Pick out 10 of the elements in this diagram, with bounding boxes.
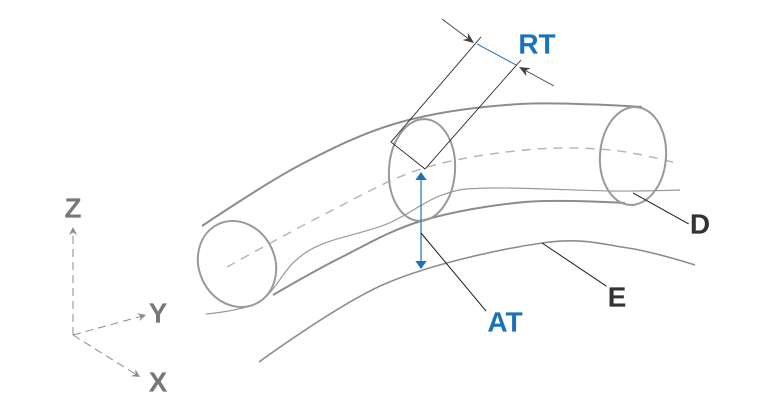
leader-line bbox=[542, 242, 607, 287]
part-label: E bbox=[610, 287, 626, 307]
dimension-label: RT bbox=[520, 34, 556, 54]
part-label: AT bbox=[488, 312, 522, 332]
axis-label: X bbox=[148, 372, 168, 392]
axis-label: Y bbox=[149, 303, 167, 323]
part-label: D bbox=[692, 214, 709, 234]
axis-label: Z bbox=[65, 198, 81, 218]
leader-line bbox=[420, 232, 487, 312]
leader-line bbox=[632, 192, 690, 224]
